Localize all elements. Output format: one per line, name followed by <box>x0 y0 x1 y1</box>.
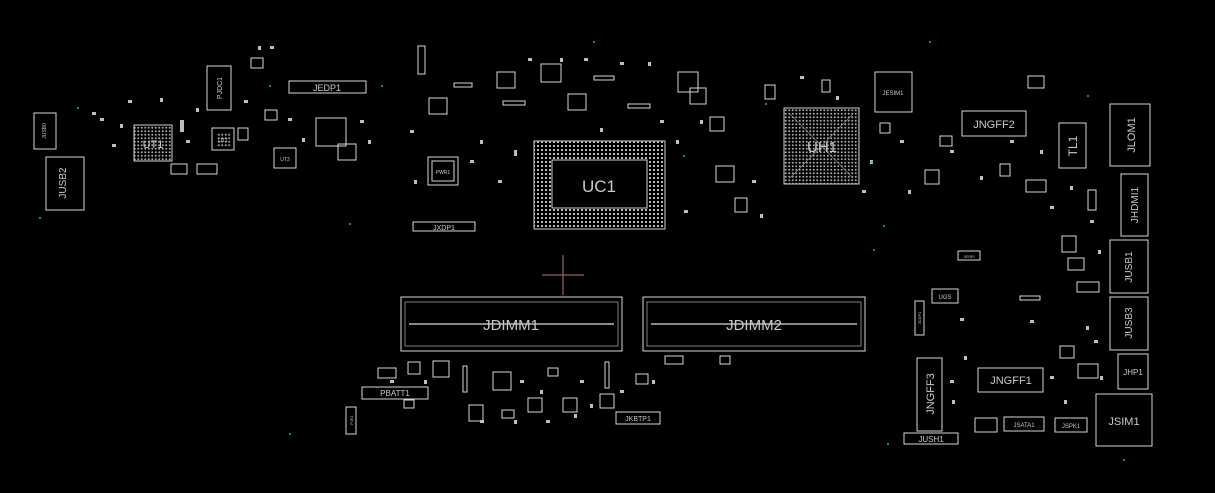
jusb3-label: JUSB3 <box>1124 307 1135 339</box>
jedp1-label: JEDP1 <box>313 83 341 93</box>
jdimm2-label: JDIMM2 <box>726 317 782 334</box>
jespi-connector: JESPI <box>957 250 981 261</box>
battery-pad <box>1027 75 1045 89</box>
jlom1-connector: JLOM1 <box>1109 103 1151 167</box>
via-dots <box>39 41 1125 461</box>
jusb0-connector: JUSB0 <box>33 112 57 150</box>
jusb3-connector: JUSB3 <box>1109 296 1149 351</box>
ut1-chip: UT1 <box>133 124 173 162</box>
jdimm2-slot: JDIMM2 <box>642 296 866 352</box>
jngff2-connector: JNGFF2 <box>961 110 1027 137</box>
jusb1-connector: JUSB1 <box>1109 239 1149 294</box>
jsim1-label: JSIM1 <box>1108 416 1139 428</box>
pjk1-label: PJK1 <box>349 414 354 424</box>
jdimm1-label: JDIMM1 <box>483 317 539 334</box>
ut3-label: UT3 <box>280 157 290 163</box>
jsata1-label: JSATA1 <box>1013 423 1035 429</box>
pbatt1-connector: PBATT1 <box>361 386 429 400</box>
ut2-chip: UT2 <box>211 127 235 151</box>
small-components-right <box>924 135 1100 433</box>
small-components-top <box>170 45 891 213</box>
jesim1-connector: JESIM1 <box>874 71 913 113</box>
ut3-chip: UT3 <box>273 147 297 169</box>
tl1-transformer: TL1 <box>1058 122 1087 169</box>
jlom1-label: JLOM1 <box>1126 117 1138 152</box>
pjdc1-label: PJDC1 <box>217 77 224 99</box>
jcdp1-connector: JCDP1 <box>914 300 925 336</box>
ugs-label: UGS <box>938 295 951 301</box>
jush1-connector: JUSH1 <box>903 432 959 445</box>
jesim1-label: JESIM1 <box>882 91 904 97</box>
tl1-label: TL1 <box>1066 135 1080 156</box>
uc1-label: UC1 <box>582 177 616 196</box>
jcdp1-label: JCDP1 <box>917 311 922 324</box>
jkbtp1-connector: JKBTP1 <box>615 411 661 425</box>
jsim1-connector: JSIM1 <box>1095 393 1153 447</box>
uh1-label: UH1 <box>807 139 837 156</box>
jusb0-label: JUSB0 <box>42 123 48 139</box>
pjdc1-connector: PJDC1 <box>206 65 232 111</box>
jusb2-label: JUSB2 <box>58 167 69 199</box>
small-components-bottom <box>377 355 731 422</box>
jngff1-label: JNGFF1 <box>990 375 1032 387</box>
jusb1-label: JUSB1 <box>1124 251 1135 283</box>
uc1-cpu: UC1 <box>533 140 666 230</box>
jdimm1-slot: JDIMM1 <box>400 296 623 352</box>
ugs-chip: UGS <box>931 288 959 304</box>
jespi-label: JESPI <box>963 254 974 259</box>
jxdp1-label: JXDP1 <box>433 225 455 232</box>
pjk1-connector: PJK1 <box>345 406 357 435</box>
jhp1-connector: JHP1 <box>1117 353 1149 390</box>
jush1-label: JUSH1 <box>918 435 944 444</box>
jngff3-connector: JNGFF3 <box>916 357 943 432</box>
jngff1-connector: JNGFF1 <box>977 367 1044 393</box>
jsata1-connector: JSATA1 <box>1003 416 1045 432</box>
jhp1-label: JHP1 <box>1123 368 1143 377</box>
jhdmi1-label: JHDMI1 <box>1130 187 1141 224</box>
jngff3-label: JNGFF3 <box>925 373 937 415</box>
ut2-label: UT2 <box>218 138 228 144</box>
jspk1-connector: JSPK1 <box>1054 417 1088 433</box>
jkbtp1-label: JKBTP1 <box>625 416 651 423</box>
pv1-chip: PWR1 <box>427 156 459 186</box>
jusb2-connector: JUSB2 <box>45 156 85 211</box>
jedp1-connector: JEDP1 <box>288 80 367 94</box>
jngff2-label: JNGFF2 <box>973 119 1015 131</box>
uh1-pch: UH1 <box>783 107 860 185</box>
jspk1-label: JSPK1 <box>1062 424 1081 430</box>
ut1-label: UT1 <box>143 139 164 151</box>
origin-crosshair <box>542 255 584 295</box>
jxdp1-connector: JXDP1 <box>412 221 476 232</box>
jhdmi1-connector: JHDMI1 <box>1120 173 1149 237</box>
pad-scatter <box>92 46 1103 424</box>
pbatt1-label: PBATT1 <box>380 389 410 398</box>
pv1-label: PWR1 <box>436 170 451 176</box>
